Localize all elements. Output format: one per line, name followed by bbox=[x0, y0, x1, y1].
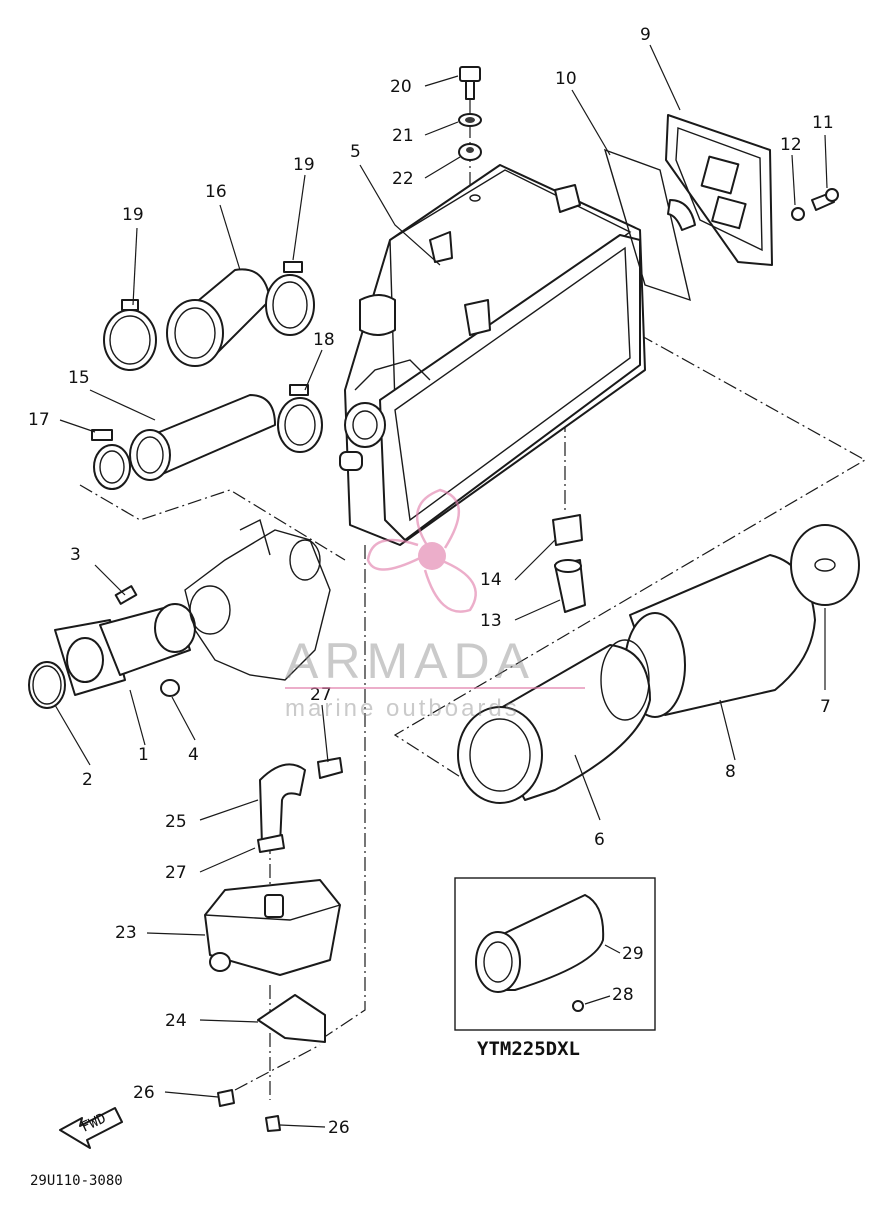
callout-16: 16 bbox=[205, 182, 227, 202]
callout-19-right: 19 bbox=[293, 155, 315, 175]
callout-24: 24 bbox=[165, 1011, 187, 1031]
callout-21: 21 bbox=[392, 126, 414, 146]
callout-29: 29 bbox=[622, 944, 644, 964]
assembly-guide-lines bbox=[79, 100, 867, 1100]
callout-25: 25 bbox=[165, 812, 187, 832]
callout-26-right: 26 bbox=[328, 1118, 350, 1138]
callout-28: 28 bbox=[612, 985, 634, 1005]
callout-22: 22 bbox=[392, 169, 414, 189]
callout-14: 14 bbox=[480, 570, 502, 590]
callout-5: 5 bbox=[350, 142, 361, 162]
drain-assembly bbox=[204, 757, 343, 1132]
drawing-code: 29U110-3080 bbox=[30, 1173, 123, 1189]
callout-27-top: 27 bbox=[310, 685, 332, 705]
drain-hose-and-clip bbox=[552, 514, 586, 613]
callout-13: 13 bbox=[480, 611, 502, 631]
callout-6: 6 bbox=[594, 830, 605, 850]
air-filter-elements bbox=[457, 524, 860, 804]
callout-11: 11 bbox=[812, 113, 834, 133]
propeller-logo bbox=[366, 488, 477, 613]
callout-15: 15 bbox=[68, 368, 90, 388]
callout-9: 9 bbox=[640, 25, 651, 45]
callout-7: 7 bbox=[820, 697, 831, 717]
callout-23: 23 bbox=[115, 923, 137, 943]
model-label: YTM225DXL bbox=[477, 1038, 580, 1060]
carburetor-outline bbox=[184, 518, 331, 681]
callout-10: 10 bbox=[555, 69, 577, 89]
callout-4: 4 bbox=[188, 745, 199, 765]
callout-26-left: 26 bbox=[133, 1083, 155, 1103]
callout-19-left: 19 bbox=[122, 205, 144, 225]
callout-27-bottom: 27 bbox=[165, 863, 187, 883]
leader-lines bbox=[54, 44, 828, 1128]
intake-joint-group bbox=[28, 585, 196, 709]
watermark-brand: ARMADA bbox=[285, 633, 535, 689]
intake-hoses-and-clamps bbox=[91, 261, 323, 490]
callout-2: 2 bbox=[82, 770, 93, 790]
air-silencer-case bbox=[339, 164, 646, 546]
watermark: ARMADA marine outboards bbox=[285, 488, 585, 722]
forward-arrow-icon: FWD bbox=[59, 1107, 123, 1149]
callout-numbers: 20 21 22 5 9 10 11 12 19 16 19 15 17 18 … bbox=[28, 25, 834, 1138]
callout-3: 3 bbox=[70, 545, 81, 565]
callout-8: 8 bbox=[725, 762, 736, 782]
callout-1: 1 bbox=[138, 745, 149, 765]
callout-17: 17 bbox=[28, 410, 50, 430]
bolt-and-washers bbox=[458, 66, 482, 202]
callout-12: 12 bbox=[780, 135, 802, 155]
callout-18: 18 bbox=[313, 330, 335, 350]
model-inset-box: 29 28 YTM225DXL bbox=[454, 877, 656, 1060]
callout-20: 20 bbox=[390, 77, 412, 97]
silencer-cover-group bbox=[603, 114, 839, 302]
watermark-tagline: marine outboards bbox=[285, 695, 520, 722]
